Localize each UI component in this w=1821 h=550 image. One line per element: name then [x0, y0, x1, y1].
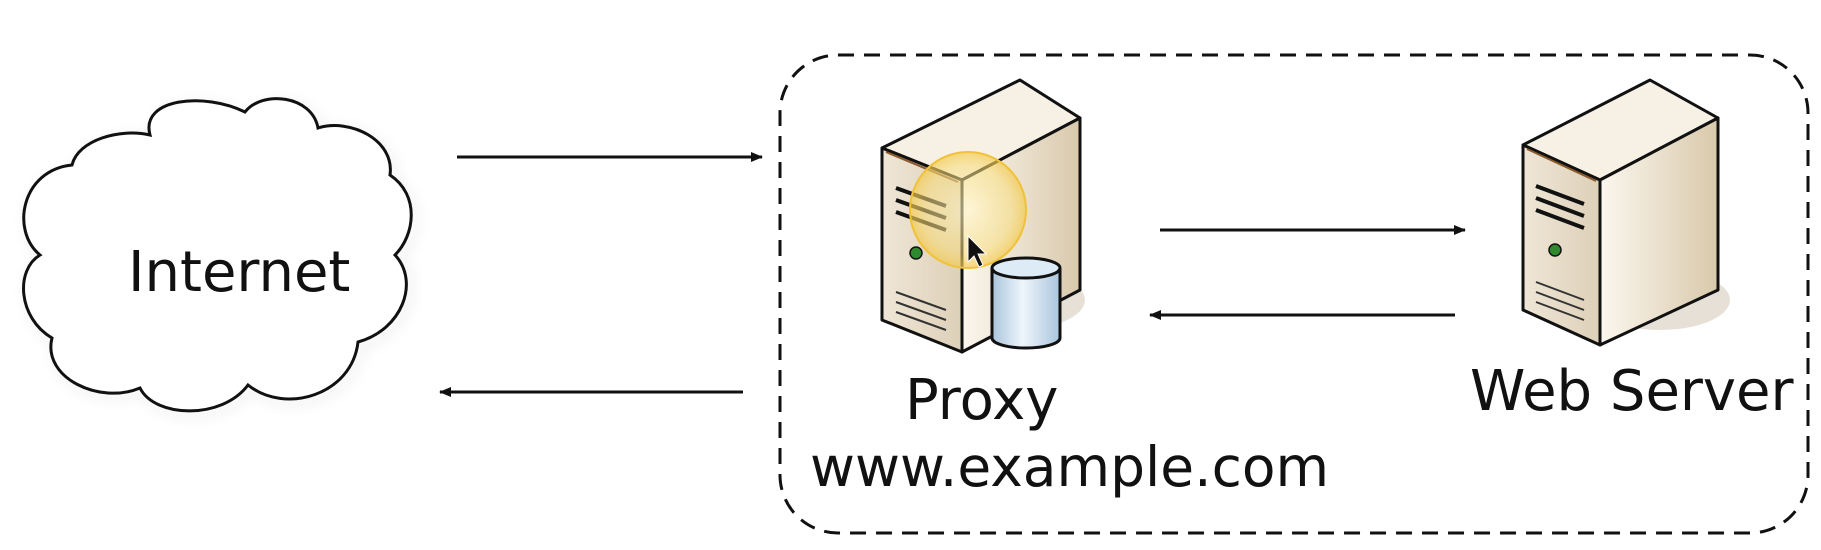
server-icon — [1521, 78, 1730, 347]
proxy-domain-label: www.example.com — [810, 435, 1330, 499]
server-label: Web Server — [1470, 359, 1794, 424]
cloud-label: Internet — [128, 240, 351, 305]
database-icon — [990, 256, 1062, 350]
server-icon — [880, 78, 1085, 354]
cursor-icon — [967, 234, 988, 268]
cloud-icon — [22, 97, 417, 417]
proxy-zone-boundary — [778, 53, 1810, 535]
proxy-label: Proxy — [905, 368, 1059, 433]
